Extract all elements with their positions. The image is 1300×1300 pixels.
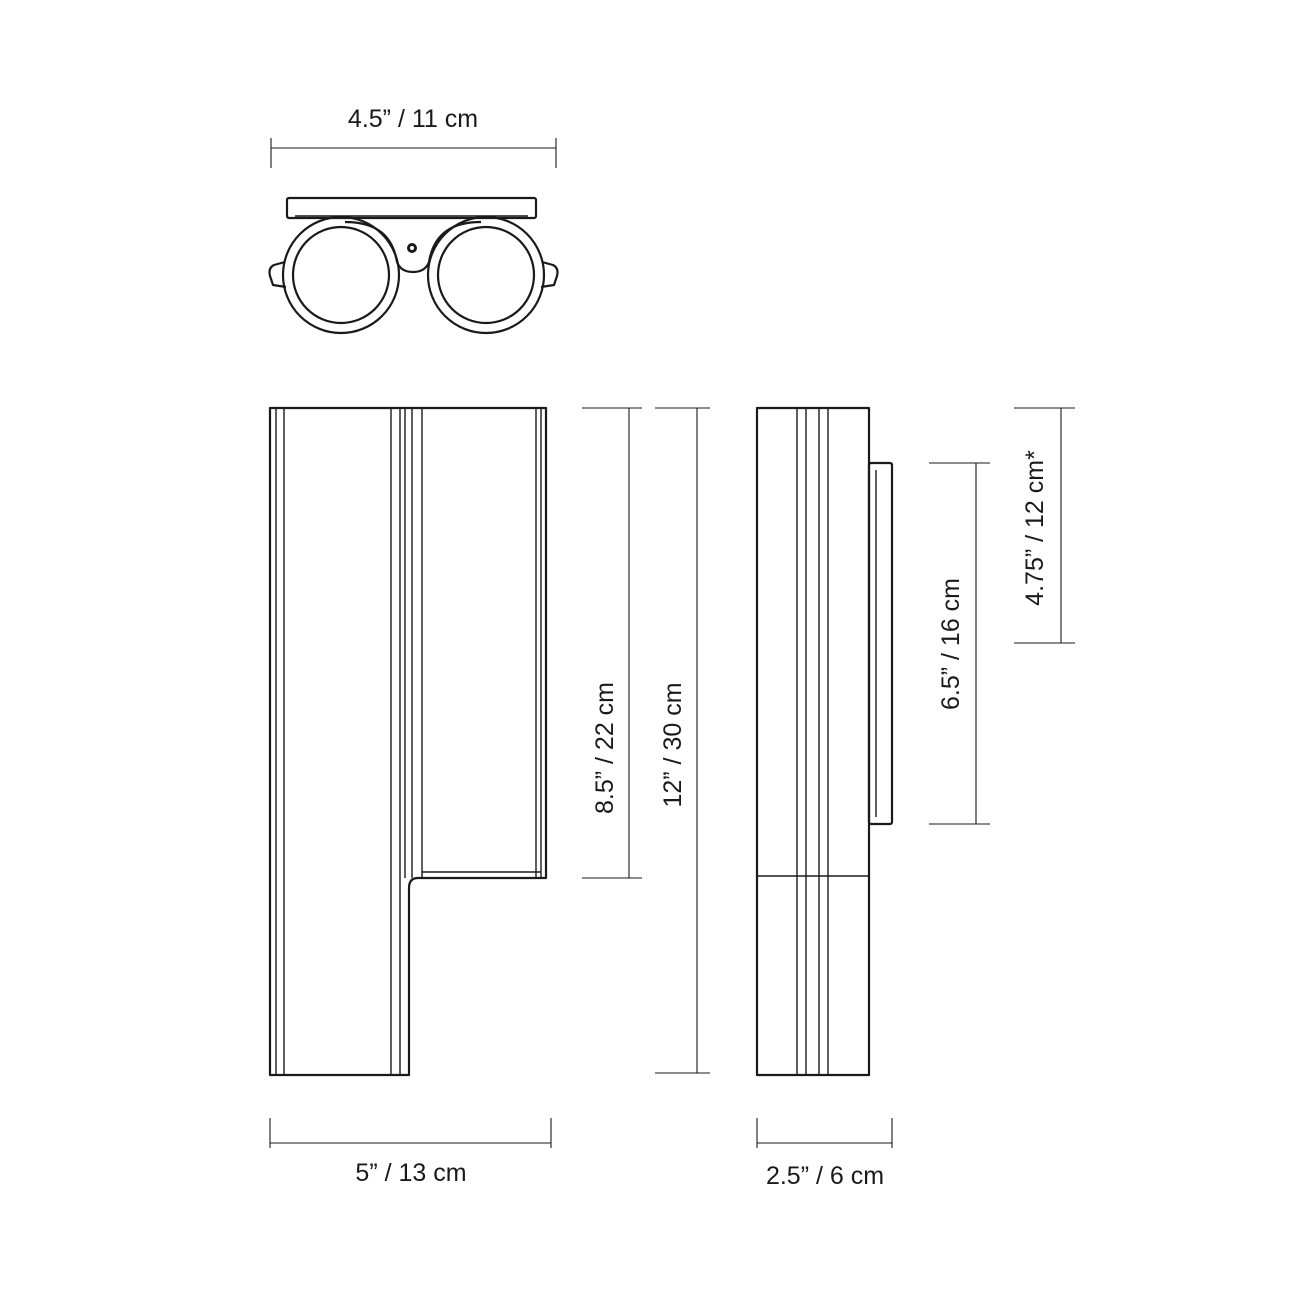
light-height-dimension <box>929 462 990 825</box>
top-view-left-lens <box>268 215 401 335</box>
top-view: 4.5” / 11 cm <box>268 105 559 335</box>
top-view-mount-plate <box>285 196 538 220</box>
total-height-dimension <box>655 407 710 1074</box>
top-width-dimension <box>270 138 557 168</box>
front-partial-height-dimension <box>582 407 642 879</box>
front-width-label: 5” / 13 cm <box>355 1159 466 1187</box>
front-partial-height-label: 8.5” / 22 cm <box>591 682 619 814</box>
side-view: 2.5” / 6 cm 6.5” / 16 cm 4.75” / 12 cm* <box>755 406 1075 1190</box>
side-view-outline <box>755 406 871 1077</box>
front-view-outline <box>268 406 548 1077</box>
total-height-label: 12” / 30 cm <box>659 682 687 807</box>
mount-height-label: 4.75” / 12 cm* <box>1021 450 1049 606</box>
light-height-label: 6.5” / 16 cm <box>937 578 965 710</box>
side-width-dimension <box>756 1118 893 1148</box>
top-width-label: 4.5” / 11 cm <box>348 105 478 133</box>
side-width-label: 2.5” / 6 cm <box>766 1162 884 1190</box>
mount-height-dimension <box>1014 407 1075 644</box>
front-width-dimension <box>269 1118 552 1148</box>
side-view-light-bar <box>867 461 894 826</box>
top-view-right-lens <box>426 215 559 335</box>
front-view: 5” / 13 cm 8.5” / 22 cm 12” / 30 cm <box>268 406 710 1187</box>
